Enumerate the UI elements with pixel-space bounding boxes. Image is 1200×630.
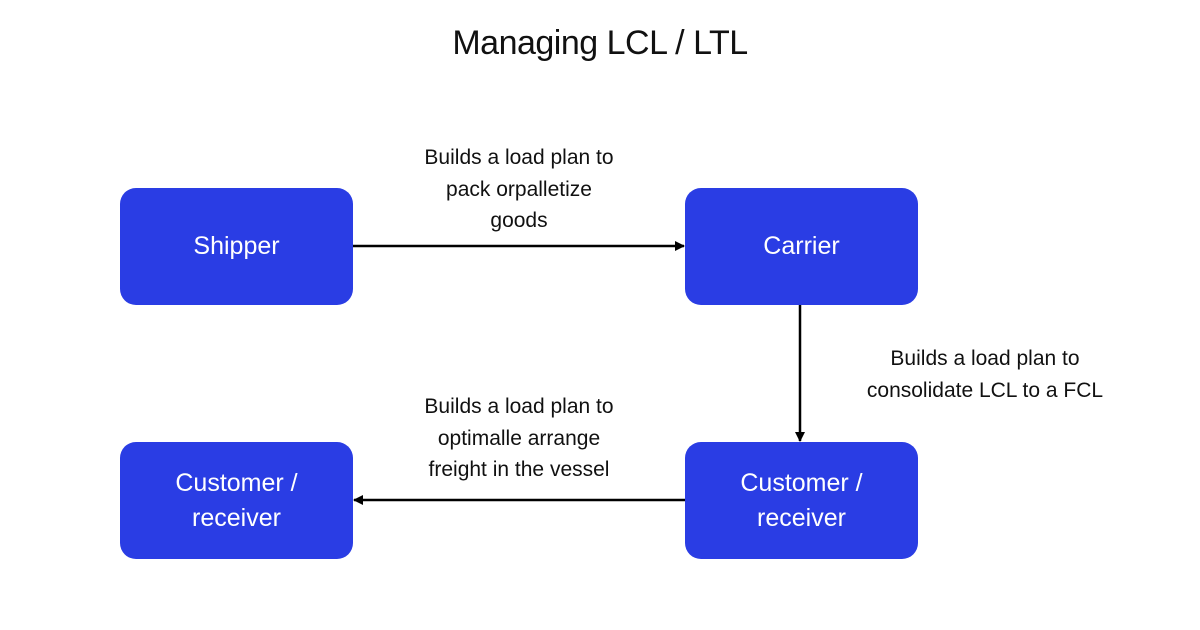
node-customer-receiver-left: Customer / receiver [120, 442, 353, 559]
edge-label-shipper-carrier: Builds a load plan to pack orpalletize g… [424, 146, 614, 232]
node-customer-receiver-right: Customer / receiver [685, 442, 918, 559]
edge-label-carrier-customer: Builds a load plan to consolidate LCL to… [866, 347, 1104, 402]
node-shipper: Shipper [120, 188, 353, 305]
node-carrier: Carrier [685, 188, 918, 305]
diagram-title: Managing LCL / LTL [452, 24, 748, 62]
edge-label-customer-customer: Builds a load plan to optimalle arrange … [424, 395, 614, 481]
